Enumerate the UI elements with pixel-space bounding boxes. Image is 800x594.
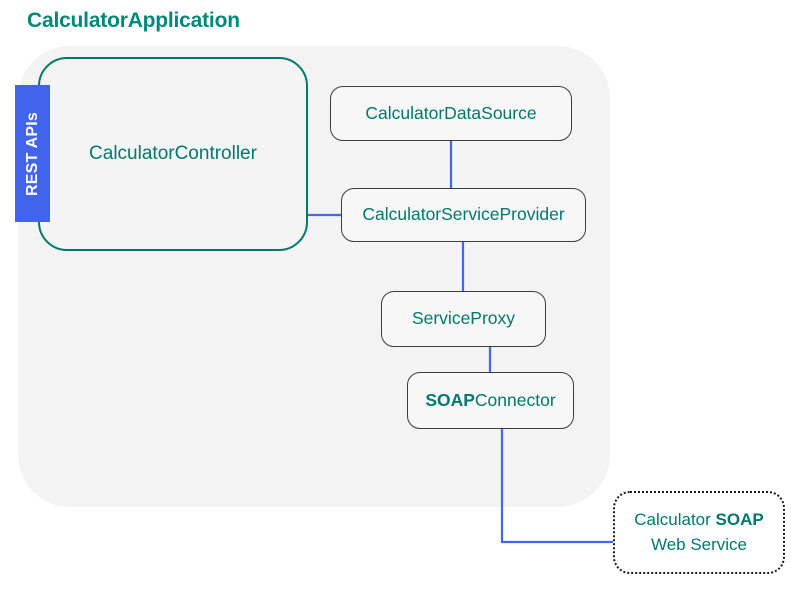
node-soap-connector[interactable]: SOAPConnector	[407, 372, 574, 429]
node-calculator-service-provider-label: CalculatorServiceProvider	[362, 204, 565, 225]
node-service-proxy-label: ServiceProxy	[411, 308, 516, 329]
node-service-proxy[interactable]: ServiceProxy	[381, 291, 546, 347]
node-soap-connector-label: SOAPConnector	[425, 390, 555, 411]
node-soap-connector-label-bold: SOAP	[425, 389, 475, 410]
node-calculator-controller-label: CalculatorController	[89, 143, 257, 165]
node-calculator-soap-web-service[interactable]: Calculator SOAP Web Service	[613, 491, 785, 574]
rest-apis-tag[interactable]: REST APIs	[15, 85, 50, 222]
node-calculator-soap-web-service-label: Calculator SOAP Web Service	[634, 508, 763, 557]
page-title: CalculatorApplication	[27, 9, 240, 32]
node-calculator-service-provider[interactable]: CalculatorServiceProvider	[341, 188, 586, 242]
node-soap-connector-label-rest: Connector	[474, 389, 556, 410]
web-service-label-line2: Web Service	[650, 534, 748, 554]
rest-apis-tag-label: REST APIs	[23, 111, 41, 196]
web-service-label-line1-prefix: Calculator	[634, 509, 716, 529]
node-calculator-data-source[interactable]: CalculatorDataSource	[330, 86, 572, 141]
web-service-label-line1-bold: SOAP	[715, 509, 764, 529]
node-calculator-data-source-label: CalculatorDataSource	[365, 102, 537, 123]
node-calculator-controller[interactable]: CalculatorController	[38, 57, 308, 251]
